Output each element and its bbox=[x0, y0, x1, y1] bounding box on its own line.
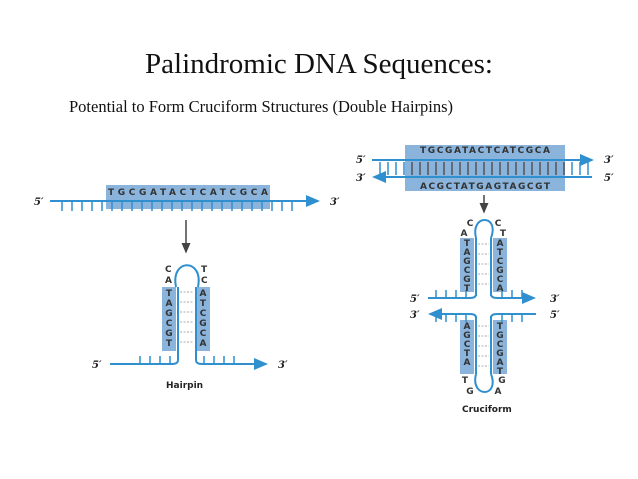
page-subtitle: Potential to Form Cruciform Structures (… bbox=[69, 97, 454, 116]
base-letter: T bbox=[497, 367, 504, 377]
top-stem-left-box bbox=[460, 238, 474, 292]
base-letter: A bbox=[461, 229, 468, 239]
loop-base: A bbox=[165, 276, 172, 286]
cruciform-structure: 5′ 3′ 3′ 5′ Cruciform CACTTAGCGTATCGCAAG… bbox=[410, 219, 560, 415]
base-ticks bbox=[139, 356, 235, 364]
five-prime-label: 5′ bbox=[92, 360, 102, 371]
base-pairs bbox=[379, 162, 589, 175]
base-letter: C bbox=[497, 340, 504, 350]
base-letter: C bbox=[497, 257, 504, 267]
bottom-sequence: ACGCTATGAGTAGCGT bbox=[420, 182, 551, 192]
base-ticks bbox=[435, 290, 523, 322]
base-letter: T bbox=[464, 239, 471, 249]
upper-right-strand bbox=[490, 292, 536, 304]
three-prime-label: 3′ bbox=[356, 173, 366, 184]
base-letter: A bbox=[464, 358, 471, 368]
base-letter: T bbox=[462, 376, 469, 386]
hairpin-label: Hairpin bbox=[166, 381, 203, 391]
linear-strand: 5′ 3′ TGCGATACTCATCGCA bbox=[34, 185, 340, 211]
hairpin-loop bbox=[174, 264, 200, 288]
three-prime-label: 3′ bbox=[330, 197, 340, 208]
base-letter: T bbox=[200, 299, 207, 309]
base-letter: G bbox=[466, 387, 473, 397]
bottom-stem-left-box bbox=[460, 320, 474, 374]
base-letter: A bbox=[200, 289, 207, 299]
three-prime-label: 3′ bbox=[604, 155, 614, 166]
base-letter: C bbox=[200, 309, 207, 319]
lower-left-strand bbox=[110, 359, 179, 365]
base-letter: C bbox=[166, 319, 173, 329]
stem-left-box bbox=[162, 287, 176, 351]
cruciform-label: Cruciform bbox=[462, 405, 512, 415]
duplex: 5′ 3′ 3′ 5′ TGCGATACTCATCGCA ACGCTATGAGT… bbox=[356, 145, 614, 192]
base-letter: G bbox=[165, 329, 172, 339]
base-letter: C bbox=[200, 329, 207, 339]
five-prime-label: 5′ bbox=[34, 197, 44, 208]
base-letter: G bbox=[496, 331, 503, 341]
three-prime-label: 3′ bbox=[550, 294, 560, 305]
page-title: Palindromic DNA Sequences: bbox=[145, 48, 493, 80]
base-letter: G bbox=[463, 275, 470, 285]
lower-left-strand bbox=[428, 308, 477, 320]
lower-right-strand bbox=[490, 313, 536, 319]
hairpin-structure: 5′ 3′ Hairpin C A T C TAGCGT ATCGCA bbox=[92, 264, 288, 391]
base-letter: A bbox=[200, 339, 207, 349]
top-loop bbox=[474, 219, 494, 239]
lower-right-strand bbox=[195, 358, 268, 370]
bottom-stem-right-box bbox=[493, 320, 507, 374]
palindrome-box bbox=[405, 145, 565, 191]
stem-right-bases: ATCGCA bbox=[199, 289, 207, 349]
base-letter: T bbox=[464, 349, 471, 359]
loop-base: T bbox=[201, 265, 208, 275]
base-pairs bbox=[478, 243, 489, 367]
base-letter: G bbox=[463, 257, 470, 267]
base-letter: C bbox=[464, 266, 471, 276]
bottom-loop bbox=[474, 373, 494, 393]
three-prime-label: 3′ bbox=[278, 360, 288, 371]
base-letter: T bbox=[166, 339, 173, 349]
five-prime-label: 5′ bbox=[604, 173, 614, 184]
base-letter: T bbox=[166, 289, 173, 299]
base-letter: A bbox=[166, 299, 173, 309]
top-sequence: TGCGATACTCATCGCA bbox=[420, 146, 550, 156]
five-prime-label: 5′ bbox=[356, 155, 366, 166]
base-letter: C bbox=[497, 275, 504, 285]
base-letter: A bbox=[464, 322, 471, 332]
base-letter: A bbox=[495, 387, 502, 397]
upper-left-strand bbox=[428, 293, 477, 299]
loop-base: C bbox=[165, 265, 172, 275]
base-letter: A bbox=[497, 284, 504, 294]
base-letter: G bbox=[165, 309, 172, 319]
base-letter: A bbox=[497, 239, 504, 249]
base-pairs bbox=[180, 291, 194, 343]
base-letter: C bbox=[467, 219, 474, 229]
base-letter: G bbox=[199, 319, 206, 329]
base-letter: T bbox=[497, 248, 504, 258]
base-letter: G bbox=[496, 349, 503, 359]
base-ticks bbox=[61, 201, 293, 211]
base-letter: T bbox=[500, 229, 507, 239]
base-letter: G bbox=[498, 376, 505, 386]
five-prime-label: 5′ bbox=[410, 294, 420, 305]
stem-left-bases: TAGCGT bbox=[165, 289, 173, 349]
top-stem-right-box bbox=[493, 238, 507, 292]
base-letter: T bbox=[464, 284, 471, 294]
base-letter: A bbox=[497, 358, 504, 368]
five-prime-label: 5′ bbox=[550, 310, 560, 321]
stem-right-box bbox=[196, 287, 210, 351]
base-letter: G bbox=[463, 331, 470, 341]
loop-base: C bbox=[201, 276, 208, 286]
base-letter: C bbox=[464, 340, 471, 350]
base-letter: C bbox=[495, 219, 502, 229]
base-letter: A bbox=[464, 248, 471, 258]
three-prime-label: 3′ bbox=[410, 310, 420, 321]
base-letter: T bbox=[497, 322, 504, 332]
base-letter: G bbox=[496, 266, 503, 276]
